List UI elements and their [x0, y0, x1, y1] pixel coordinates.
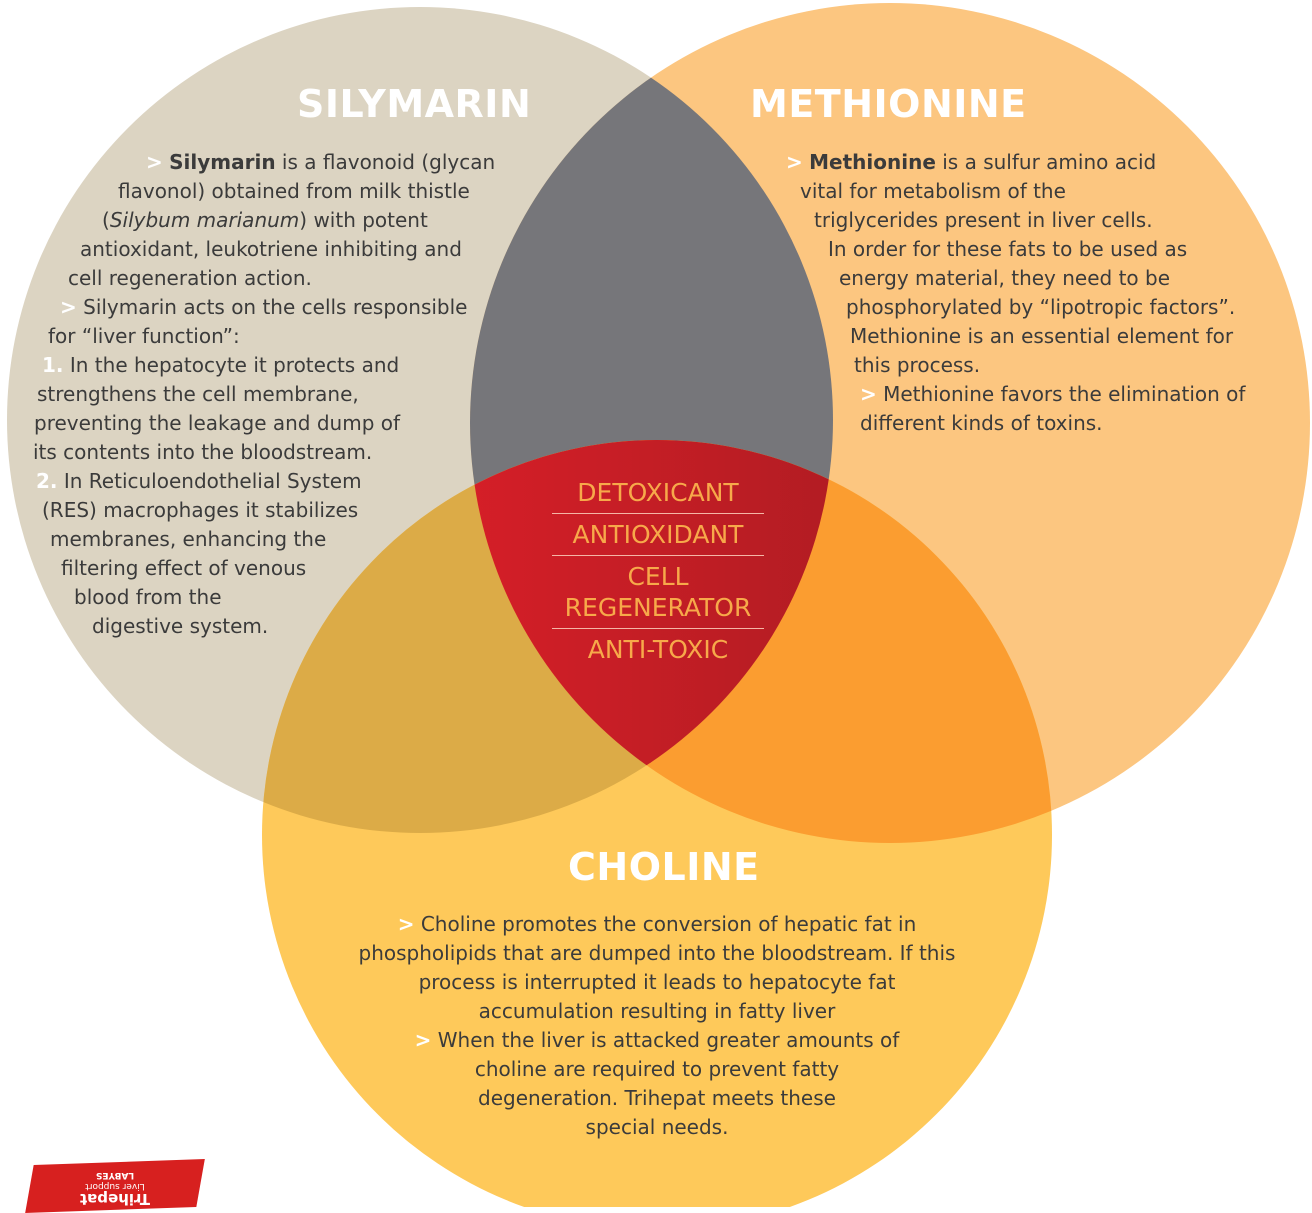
methionine-title: METHIONINE [750, 82, 1027, 126]
choline-description: > Choline promotes the conversion of hep… [317, 910, 997, 1142]
center-divider [552, 513, 764, 514]
text-line: this process. [854, 353, 981, 377]
bullet-arrow: > [60, 295, 77, 319]
center-benefits: DETOXICANT ANTIOXIDANT CELL REGENERATOR … [552, 474, 764, 668]
text-line: When the liver is attacked greater amoun… [431, 1028, 900, 1052]
text-line: Silymarin acts on the cells responsible [76, 295, 468, 319]
silymarin-title: SILYMARIN [297, 82, 532, 126]
text-line: flavonol) obtained from milk thistle [118, 179, 470, 203]
silymarin-description: > Silymarin is a flavonoid (glycan flavo… [0, 148, 560, 641]
text-line: membranes, enhancing the [50, 527, 327, 551]
bullet-arrow: > [786, 150, 803, 174]
text-line: antioxidant, leukotriene inhibiting and [80, 237, 462, 261]
list-number: 2. [36, 469, 58, 493]
center-divider [552, 555, 764, 556]
text-line: energy material, they need to be [839, 266, 1171, 290]
text-line: Methionine favors the elimination of [876, 382, 1246, 406]
list-number: 1. [42, 353, 64, 377]
text-line: is a flavonoid (glycan [275, 150, 496, 174]
silymarin-bold: Silymarin [169, 150, 276, 174]
center-item-detoxicant: DETOXICANT [577, 478, 739, 507]
center-item-antioxidant: ANTIOXIDANT [572, 520, 744, 549]
center-item-cell: CELL [627, 562, 689, 591]
silymarin-choline-overlap [262, 440, 833, 833]
text-line: preventing the leakage and dump of [34, 411, 401, 435]
text-line: choline are required to prevent fatty [474, 1057, 840, 1081]
text-line: vital for metabolism of the [800, 179, 1066, 203]
text-line: is a sulfur amino acid [935, 150, 1157, 174]
text-line: Choline promotes the conversion of hepat… [414, 912, 917, 936]
bullet-arrow: > [860, 382, 877, 406]
product-box-label: Trihepat Liver support LABYES [60, 1162, 170, 1208]
text-line: In the hepatocyte it protects and [63, 353, 400, 377]
text-line: special needs. [585, 1115, 729, 1139]
choline-title: CHOLINE [568, 845, 760, 889]
methionine-bold: Methionine [809, 150, 936, 174]
text-line: cell regeneration action. [68, 266, 312, 290]
bullet-arrow: > [397, 912, 415, 936]
text-line: phosphorylated by “lipotropic factors”. [846, 295, 1236, 319]
latin-name: Silybum marianum [109, 208, 300, 232]
center-item-anti-toxic: ANTI-TOXIC [587, 635, 729, 664]
bullet-arrow: > [146, 150, 163, 174]
center-divider [552, 628, 764, 629]
text-line: digestive system. [92, 614, 269, 638]
product-maker: LABYES [95, 1170, 135, 1180]
bullet-arrow: > [414, 1028, 432, 1052]
text-line: strengthens the cell membrane, [37, 382, 359, 406]
text-line: In order for these fats to be used as [828, 237, 1188, 261]
text-line: its contents into the bloodstream. [33, 440, 373, 464]
text-line: for “liver function”: [48, 324, 240, 348]
text-line: In Reticuloendothelial System [57, 469, 362, 493]
methionine-description: > Methionine is a sulfur amino acid vita… [786, 148, 1306, 438]
text-line: degeneration. Trihepat meets these [478, 1086, 836, 1110]
text-line: filtering effect of venous [61, 556, 307, 580]
product-subtitle: Liver support [85, 1181, 145, 1191]
text-line: accumulation resulting in fatty liver [478, 999, 836, 1023]
text-line: (RES) macrophages it stabilizes [42, 498, 359, 522]
text-line: ) with potent [299, 208, 428, 232]
text-line: blood from the [74, 585, 222, 609]
text-line: phospholipids that are dumped into the b… [358, 941, 956, 965]
center-item-regenerator: REGENERATOR [564, 593, 752, 622]
text-line: triglycerides present in liver cells. [814, 208, 1153, 232]
text-line: different kinds of toxins. [860, 411, 1103, 435]
text-line: ( [102, 208, 110, 232]
product-brand: Trihepat [80, 1190, 151, 1208]
text-line: process is interrupted it leads to hepat… [418, 970, 896, 994]
text-line: Methionine is an essential element for [850, 324, 1234, 348]
